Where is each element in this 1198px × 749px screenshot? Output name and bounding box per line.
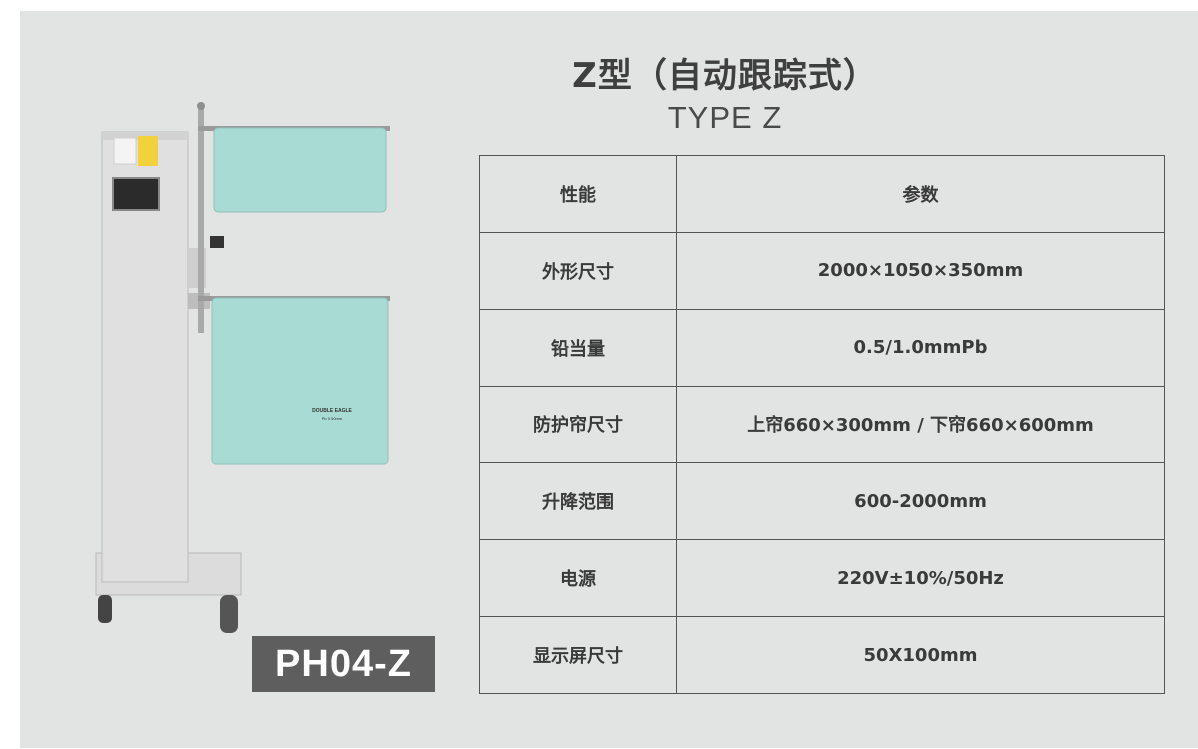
- row-value: 0.5/1.0mmPb: [676, 308, 1165, 387]
- table-row: 铅当量 0.5/1.0mmPb: [479, 308, 1165, 387]
- row-label: 电源: [479, 539, 677, 618]
- row-value: 600-2000mm: [676, 462, 1165, 541]
- wheel-left: [98, 595, 112, 623]
- header-cell: 参数: [676, 155, 1165, 233]
- model-badge: PH04-Z: [252, 636, 435, 692]
- wheel-right: [220, 595, 238, 633]
- row-label: 铅当量: [479, 308, 677, 387]
- row-label: 防护帘尺寸: [479, 385, 677, 464]
- warning-label: [138, 136, 158, 166]
- table-row: 显示屏尺寸 50X100mm: [479, 616, 1165, 694]
- page-title: Z型（自动跟踪式）: [572, 56, 878, 96]
- header-cell: 性能: [479, 155, 677, 233]
- support-rod: [198, 103, 204, 333]
- row-label: 升降范围: [479, 462, 677, 541]
- row-value: 2000×1050×350mm: [676, 231, 1165, 310]
- row-value: 220V±10%/50Hz: [676, 539, 1165, 618]
- knob-icon: [210, 236, 224, 248]
- row-label: 显示屏尺寸: [479, 616, 677, 694]
- table-row: 电源 220V±10%/50Hz: [479, 539, 1165, 618]
- spec-table: 性能 参数 外形尺寸 2000×1050×350mm 铅当量 0.5/1.0mm…: [479, 155, 1165, 694]
- page-subtitle: TYPE Z: [667, 100, 783, 135]
- row-label: 外形尺寸: [479, 231, 677, 310]
- product-image: DOUBLE EAGLE Pb 0.50mm: [95, 102, 390, 633]
- row-value: 50X100mm: [676, 616, 1165, 694]
- curtain-brand: DOUBLE EAGLE: [312, 408, 352, 414]
- display-screen: [112, 177, 160, 211]
- table-row: 升降范围 600-2000mm: [479, 462, 1165, 541]
- lower-curtain: [211, 297, 389, 465]
- row-value: 上帘660×300mm / 下帘660×600mm: [676, 385, 1165, 464]
- upper-curtain: [213, 127, 387, 213]
- table-row: 外形尺寸 2000×1050×350mm: [479, 231, 1165, 310]
- table-header-row: 性能 参数: [479, 155, 1165, 233]
- curtain-spec: Pb 0.50mm: [322, 416, 343, 421]
- table-row: 防护帘尺寸 上帘660×300mm / 下帘660×600mm: [479, 385, 1165, 464]
